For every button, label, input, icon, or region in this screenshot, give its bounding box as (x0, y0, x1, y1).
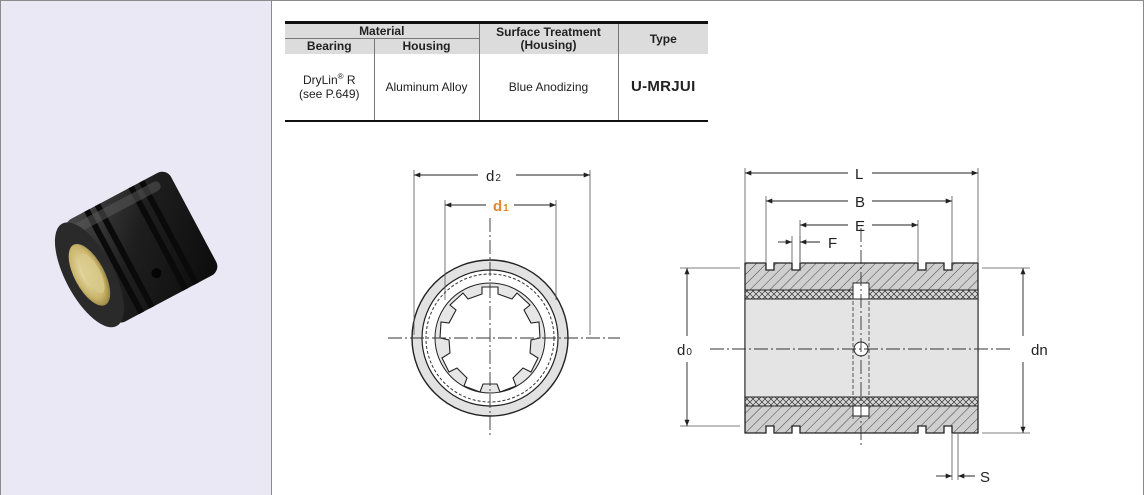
linear-bushing-photo-icon (54, 171, 218, 328)
label-B: B (855, 194, 865, 211)
header-surface-treatment-line2: (Housing) (520, 38, 577, 52)
label-E: E (855, 218, 865, 235)
bearing-name: DryLin (302, 73, 338, 87)
dimension-B: B (765, 194, 953, 262)
label-d1: d1 (493, 198, 509, 215)
dimension-F: F (778, 235, 837, 262)
label-L: L (855, 166, 863, 183)
label-F: F (828, 235, 837, 252)
cell-surface-treatment: Blue Anodizing (478, 54, 618, 121)
header-housing: Housing (373, 38, 479, 54)
table-row: DryLin® R (see P.649) Aluminum Alloy Blu… (285, 54, 708, 121)
dimension-S: S (936, 434, 990, 486)
registered-mark: ® (337, 72, 344, 81)
label-dn: dn (1031, 342, 1048, 359)
header-surface-treatment-line1: Surface Treatment (496, 25, 601, 39)
dimension-E: E (799, 218, 919, 262)
label-d2: d2 (486, 168, 501, 185)
dimension-dn: dn (982, 267, 1048, 434)
header-bearing: Bearing (285, 38, 374, 54)
bearing-suffix: R (343, 73, 356, 87)
dimension-L: L (744, 166, 979, 262)
front-view (388, 218, 620, 436)
header-surface-treatment: Surface Treatment (Housing) (478, 21, 618, 54)
spec-table: Material Surface Treatment (Housing) Typ… (285, 21, 708, 122)
header-type: Type (617, 21, 708, 54)
cell-bearing: DryLin® R (see P.649) (285, 54, 374, 121)
cell-housing: Aluminum Alloy (373, 54, 479, 121)
dimension-d1: d1 (444, 198, 557, 300)
label-S: S (980, 469, 990, 486)
cell-type: U-MRJUI (617, 54, 708, 121)
side-section-view (710, 228, 1010, 445)
label-d0: d0 (677, 342, 692, 359)
bearing-page-ref: (see P.649) (299, 87, 360, 101)
header-material: Material (285, 21, 479, 39)
dimension-d0: d0 (677, 267, 740, 427)
dimension-d2: d2 (413, 168, 591, 335)
